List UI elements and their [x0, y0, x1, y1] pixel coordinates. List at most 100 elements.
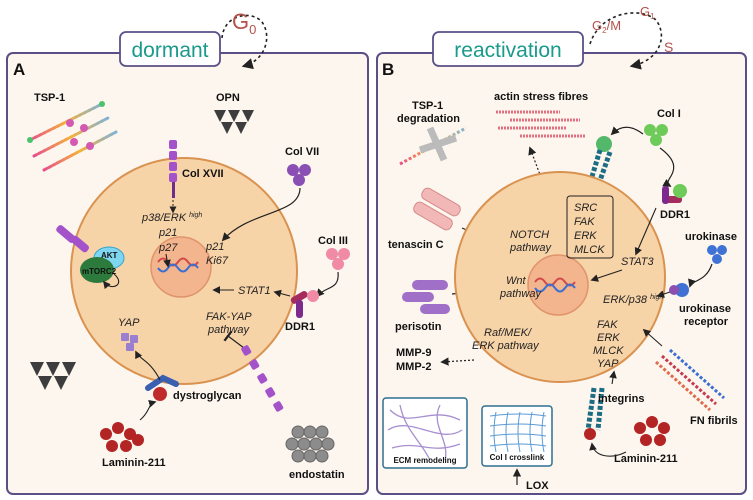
- col17-icon: [169, 140, 177, 198]
- laminin-icon-a: [100, 422, 144, 452]
- opn-icon-2: [30, 362, 76, 390]
- urokinase-label: urokinase: [685, 231, 737, 243]
- stat3-text: STAT3: [621, 256, 654, 268]
- opn-label: OPN: [216, 92, 240, 104]
- col3-arrow: [315, 271, 339, 298]
- laminin-icon-b: [634, 416, 670, 446]
- g0-cycle-arc: [221, 14, 268, 70]
- laminin-label-a: Laminin-211: [102, 457, 166, 469]
- panel-b: B reactivation G2/M G1 S actin stress fi…: [376, 4, 747, 495]
- col1-arrow-1: [610, 126, 644, 136]
- opn-icon: [214, 110, 254, 134]
- notch-text-1: NOTCH: [510, 229, 549, 241]
- reactivated-nucleus: [527, 254, 589, 316]
- urokinase-icon: [707, 245, 727, 264]
- cell-cycle-arc: [589, 12, 663, 70]
- yap-icon: [121, 333, 138, 351]
- panel-a: A dormant G0 TSP-1 OPN: [6, 9, 369, 495]
- integrins-icon: [584, 387, 605, 440]
- erk2-text: ERK: [597, 332, 620, 344]
- p21-text-1: p21: [158, 227, 177, 239]
- tenascin-label: tenascin C: [388, 239, 444, 251]
- yap-label: YAP: [118, 317, 140, 329]
- dystroglycan-label: dystroglycan: [173, 390, 242, 402]
- panel-a-title: dormant: [131, 39, 208, 62]
- ki67-text: Ki67: [206, 255, 229, 267]
- col7-label: Col VII: [285, 146, 319, 158]
- s-label: S: [664, 39, 673, 55]
- ddr1-label-a: DDR1: [285, 321, 315, 333]
- colx-mesh-icon: [489, 411, 547, 453]
- dystroglycan-arrow: [135, 350, 161, 381]
- mmp2-label: MMP-2: [396, 361, 431, 373]
- panel-a-title-box: [119, 31, 221, 67]
- col3-icon: [326, 248, 350, 270]
- panel-a-letter: A: [13, 60, 25, 79]
- laminin-label-b: Laminin-211: [614, 453, 678, 465]
- col17-label: Col XVII: [182, 168, 224, 180]
- col7-arrow: [221, 187, 301, 242]
- mtorc2-label: mTORC2: [82, 267, 117, 276]
- src-text: SRC: [574, 202, 597, 214]
- mmp-arrow: [440, 357, 475, 366]
- ddr1-icon-a: [290, 290, 319, 318]
- fn-label: FN fibrils: [690, 415, 738, 427]
- endostatin-fibre: [241, 345, 284, 412]
- wnt-text-1: Wnt: [506, 275, 527, 287]
- fak2-text: FAK: [597, 319, 618, 331]
- yap2-text: YAP: [597, 358, 619, 370]
- uk-receptor-label-2: receptor: [684, 316, 729, 328]
- notch-text-2: pathway: [509, 242, 552, 254]
- dormant-nucleus: [150, 236, 212, 298]
- fn-arrow: [642, 328, 663, 347]
- g1-label: G1: [640, 4, 655, 21]
- endostatin-inhibition: [223, 330, 245, 349]
- mmp9-label: MMP-9: [396, 347, 431, 359]
- col1-arrow-2: [659, 147, 675, 187]
- tsp1-label: TSP-1: [34, 92, 65, 104]
- integrin-top-icon: [585, 136, 613, 193]
- erk-text: ERK: [574, 230, 597, 242]
- lox-label: LOX: [526, 480, 549, 492]
- col7-icon: [287, 164, 311, 186]
- col1-icon: [644, 124, 668, 146]
- raf-text-1: Raf/MEK/: [484, 327, 532, 339]
- dystroglycan-icon: [145, 374, 179, 401]
- ecm-mesh-icon: [387, 404, 463, 461]
- panel-b-title-box: [432, 31, 584, 67]
- col3-label: Col III: [318, 235, 348, 247]
- tsp1-fibres: [27, 101, 118, 172]
- colx-label: Col I crosslink: [490, 453, 545, 462]
- wnt-text-2: pathway: [499, 288, 542, 300]
- actin-fibres-icon: [496, 110, 586, 138]
- laminin-arrow-b: [589, 442, 627, 457]
- fak-text: FAK: [574, 216, 595, 228]
- endostatin-label: endostatin: [289, 469, 345, 481]
- mlck-text: MLCK: [574, 244, 605, 256]
- col1-label: Col I: [657, 108, 681, 120]
- stat1-text: STAT1: [238, 285, 271, 297]
- fn-fibrils-icon: [655, 348, 725, 412]
- akt-mtorc2-complex: [56, 225, 125, 290]
- raf-text-2: ERK pathway: [472, 340, 540, 352]
- p38erk-text: p38/ERK high: [141, 212, 202, 224]
- p21-text-2: p21: [205, 241, 224, 253]
- actin-label: actin stress fibres: [494, 91, 588, 103]
- g2m-label: G2/M: [592, 18, 621, 35]
- ecm-label: ECM remodeling: [393, 456, 456, 465]
- signaling-box: [566, 195, 614, 259]
- ddr1-label-b: DDR1: [660, 209, 690, 221]
- fakyap-text-2: pathway: [207, 324, 250, 336]
- fakyap-text-1: FAK-YAP: [206, 311, 252, 323]
- colx-box: [481, 405, 553, 467]
- mlck2-text: MLCK: [593, 345, 624, 357]
- urokinase-receptor-icon: [669, 283, 689, 297]
- endostatin-icon: [285, 425, 335, 463]
- g0-label: G0: [232, 9, 256, 37]
- panel-b-letter: B: [382, 60, 394, 79]
- tsp1deg-label-2: degradation: [397, 113, 460, 125]
- akt-label: AKT: [101, 251, 118, 260]
- tsp1deg-icon: [399, 126, 467, 166]
- tenascin-icon: [413, 187, 461, 231]
